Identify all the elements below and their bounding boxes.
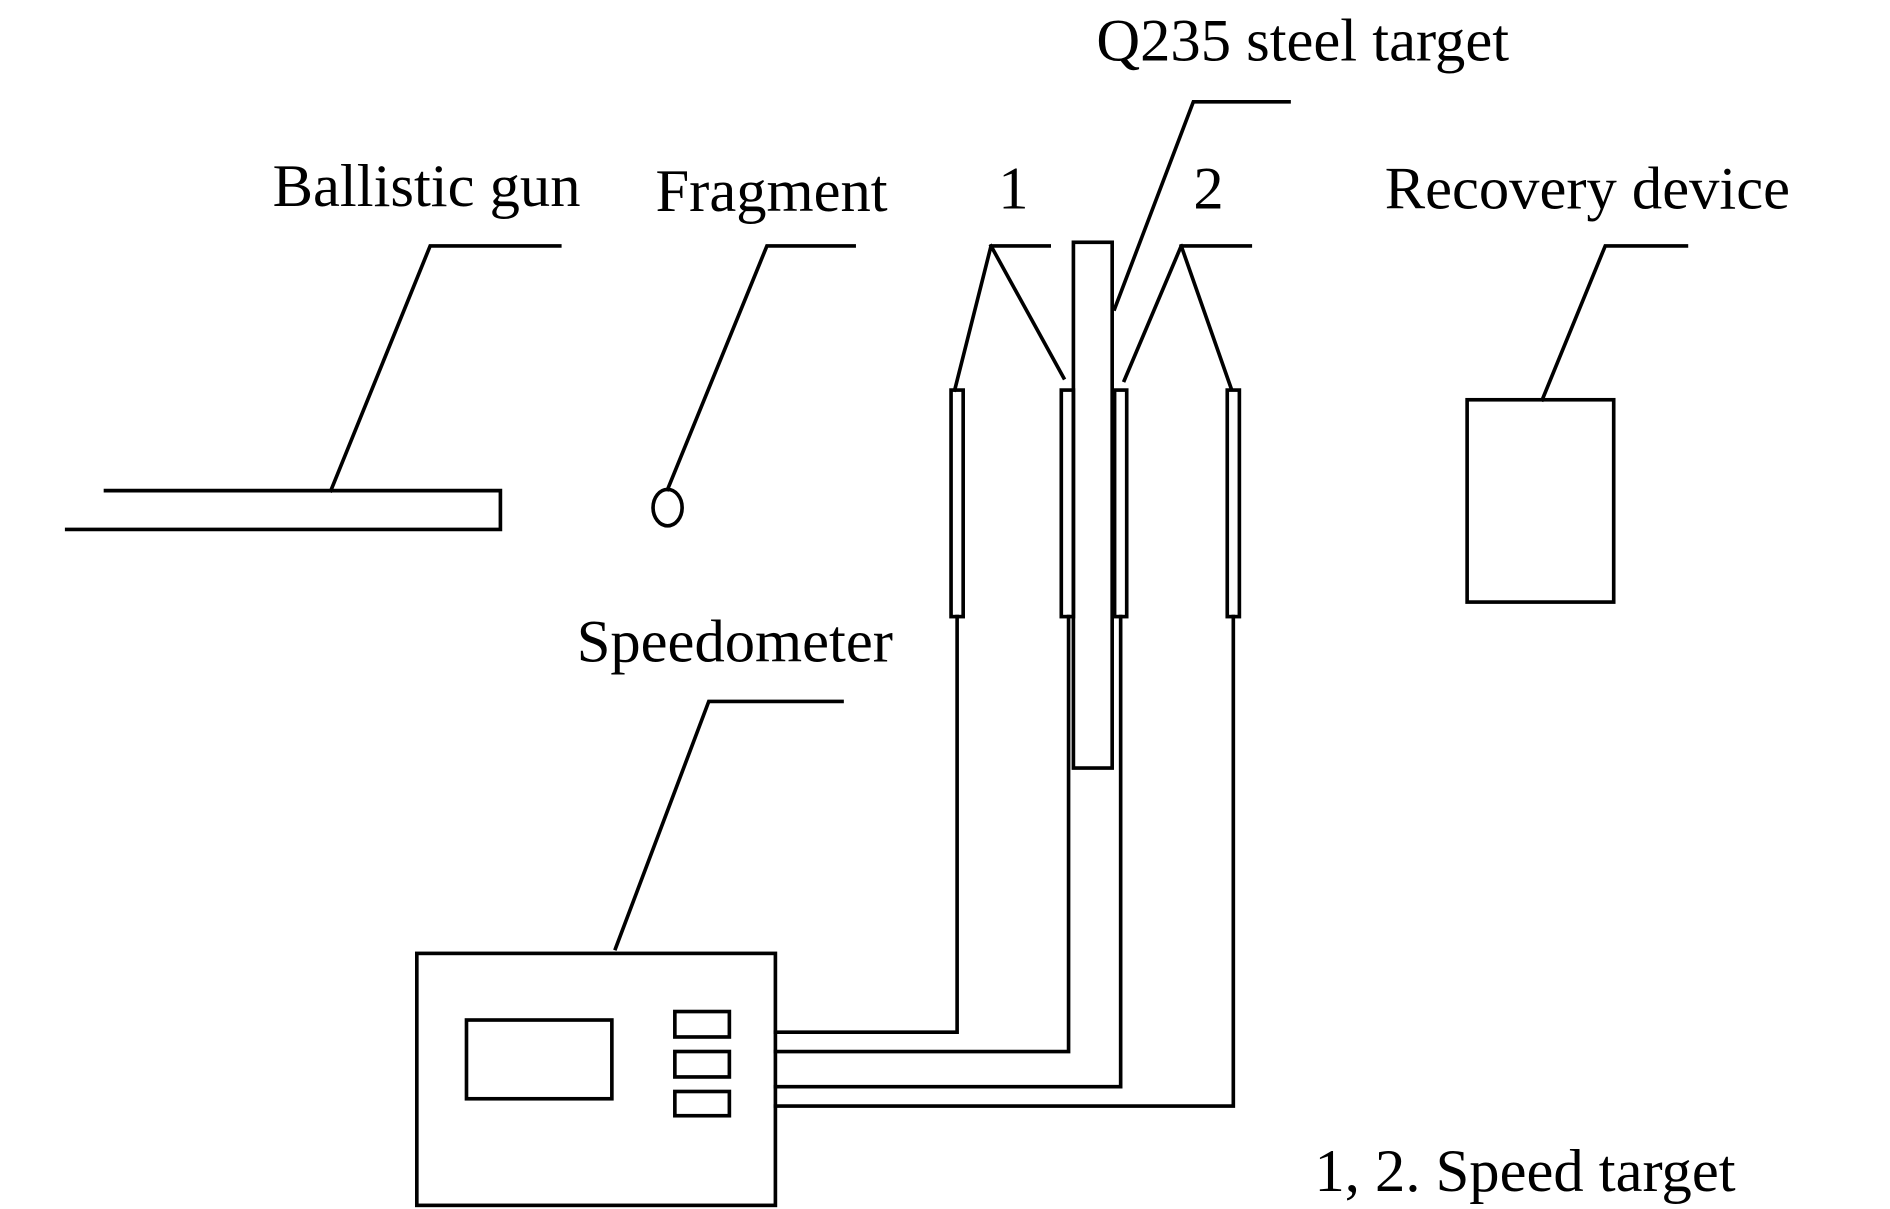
speedometer-box bbox=[415, 951, 778, 1208]
fragment-label: Fragment bbox=[655, 158, 887, 225]
speed-target-1-strip-rear bbox=[1059, 388, 1076, 619]
speed-target-2-leader-line bbox=[1121, 243, 1253, 390]
fragment-circle bbox=[651, 487, 684, 528]
wire-target-2-rear bbox=[773, 614, 1236, 1108]
recovery-device-box bbox=[1465, 397, 1616, 604]
steel-target-plate bbox=[1071, 240, 1114, 770]
speed-target-2-strip-front bbox=[1112, 388, 1129, 619]
gun-leader-line bbox=[328, 244, 562, 493]
speed-target-1: 1 bbox=[949, 155, 1076, 619]
recovery-device-leader-line bbox=[1539, 244, 1689, 403]
speedometer: Speedometer bbox=[415, 608, 893, 1208]
speedometer-button-3 bbox=[673, 1089, 732, 1118]
speed-target-2-strip-rear bbox=[1225, 388, 1242, 619]
speedometer-button-2 bbox=[673, 1049, 732, 1079]
speed-target-2: 2 bbox=[1112, 155, 1253, 619]
speed-target-1-strip-front bbox=[949, 388, 965, 619]
caption-speed-target: 1, 2. Speed target bbox=[1314, 1138, 1735, 1205]
wire-target-1-rear bbox=[773, 614, 1071, 1054]
steel-target-leader-line bbox=[1112, 99, 1291, 312]
fragment-leader-line bbox=[665, 244, 856, 492]
wire-target-2-front bbox=[773, 614, 1123, 1089]
recovery-device-label: Recovery device bbox=[1385, 155, 1790, 222]
ballistic-gun: Ballistic gun bbox=[64, 153, 581, 532]
gun-barrel bbox=[64, 488, 503, 532]
speedometer-display bbox=[464, 1018, 614, 1101]
speed-target-1-label: 1 bbox=[998, 155, 1028, 222]
signal-wires bbox=[773, 614, 1236, 1108]
steel-target-label: Q235 steel target bbox=[1096, 8, 1509, 75]
q235-steel-target: Q235 steel target bbox=[1071, 8, 1509, 770]
speedometer-button-1 bbox=[673, 1009, 732, 1039]
speed-target-2-label: 2 bbox=[1193, 155, 1223, 222]
recovery-device: Recovery device bbox=[1385, 155, 1790, 604]
speed-target-1-leader-line bbox=[952, 243, 1067, 393]
speedometer-leader-line bbox=[613, 699, 844, 951]
wire-target-1-front bbox=[773, 614, 959, 1034]
ballistic-gun-label: Ballistic gun bbox=[273, 153, 581, 220]
speedometer-label: Speedometer bbox=[577, 608, 893, 675]
fragment: Fragment bbox=[651, 158, 888, 528]
